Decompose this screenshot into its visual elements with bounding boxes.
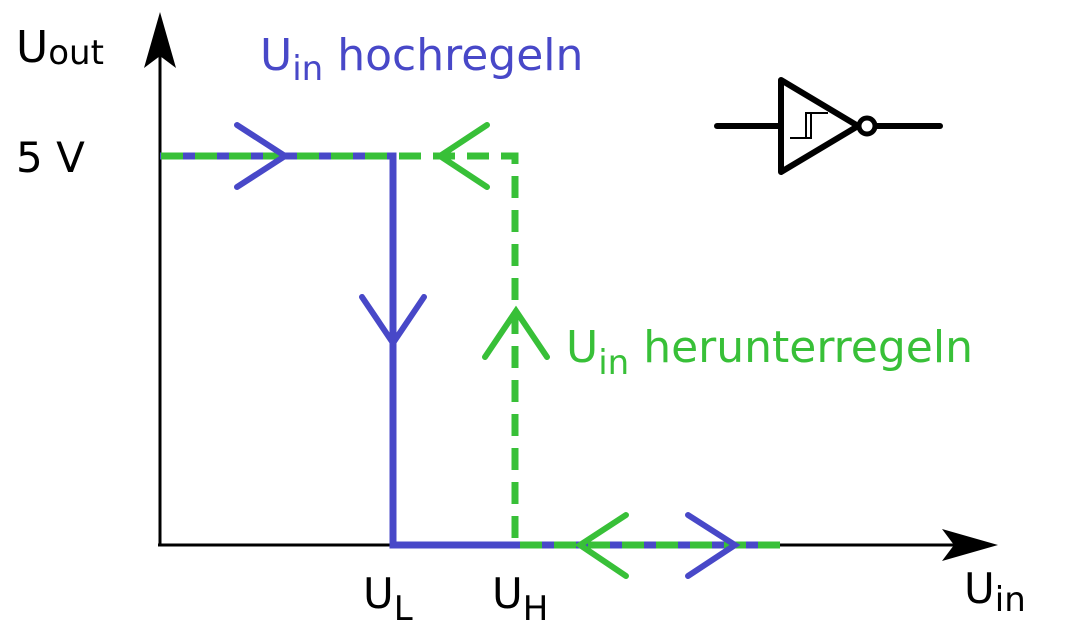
falling-curve — [160, 152, 780, 549]
right-arrow-icon — [234, 122, 291, 190]
y-tick-5v: 5 V — [16, 133, 85, 182]
down-arrow-icon — [359, 294, 427, 349]
y-axis-label: Uout — [16, 22, 104, 73]
x-axis-label: Uin — [964, 564, 1026, 620]
schmitt-trigger-icon — [714, 77, 943, 175]
rising-label: Uin hochregeln — [260, 30, 583, 89]
falling-label: Uin herunterregeln — [566, 322, 973, 383]
y-axis-arrow — [144, 12, 176, 68]
right-arrow-icon — [685, 512, 741, 579]
left-arrow-icon — [574, 512, 629, 579]
left-arrow-icon — [434, 122, 490, 190]
x-axis-arrow — [942, 529, 998, 561]
up-arrow-icon — [482, 305, 550, 360]
x-tick-ul: UL — [363, 569, 413, 629]
x-tick-uh: UH — [492, 569, 548, 629]
